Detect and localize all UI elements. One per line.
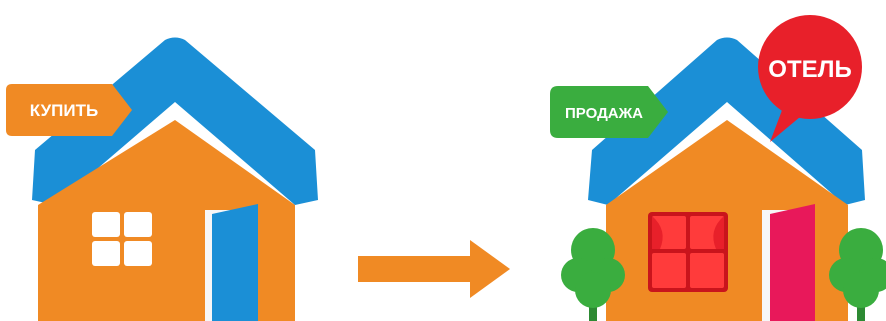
sale-tag: ПРОДАЖА (550, 86, 668, 138)
buy-tag: КУПИТЬ (6, 84, 132, 136)
right-tree (829, 228, 886, 321)
left-tree (561, 228, 625, 321)
left-window (92, 212, 152, 266)
tree-icon (561, 228, 886, 321)
hotel-bubble: ОТЕЛЬ (758, 15, 862, 142)
hotel-label: ОТЕЛЬ (768, 56, 851, 83)
arrow-right-icon (358, 240, 510, 298)
right-window (648, 212, 728, 292)
buy-label: КУПИТЬ (30, 101, 98, 120)
left-door (205, 204, 258, 321)
sale-label: ПРОДАЖА (565, 105, 643, 122)
right-door (762, 204, 815, 321)
left-roof (32, 37, 318, 205)
left-house-icon (32, 37, 318, 321)
